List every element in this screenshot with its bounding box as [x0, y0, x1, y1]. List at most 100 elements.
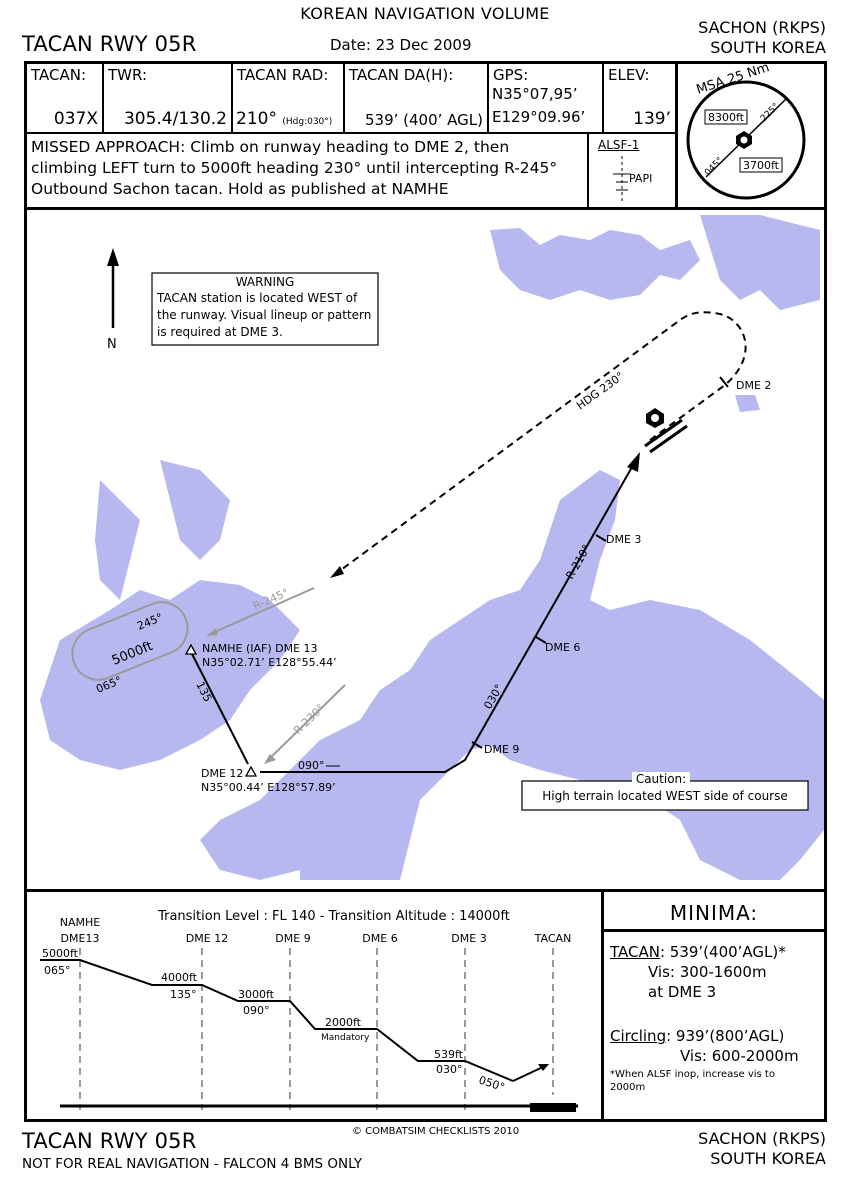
r230-arrow-icon	[264, 754, 276, 764]
final-arrow-icon	[627, 452, 640, 472]
crs090-label: 090°	[298, 759, 325, 772]
namhe-fix-icon	[184, 643, 198, 655]
chart-title: TACAN RWY 05R	[22, 32, 197, 56]
airport-country: SOUTH KOREA	[710, 38, 826, 57]
twr-label: TWR:	[108, 66, 148, 84]
dme2-tick	[719, 376, 729, 388]
alt5-label: 539ft	[434, 1048, 464, 1061]
namhe-coord: N35°02.71’ E128°55.44’	[202, 656, 337, 669]
warning-box	[151, 272, 379, 346]
footer-title: TACAN RWY 05R	[22, 1129, 197, 1153]
missed-line-3: Outbound Sachon tacan. Hold as published…	[31, 180, 449, 198]
minima-tacan: TACAN: 539’(400’AGL)* Vis: 300-1600m at …	[610, 942, 786, 1002]
warning-title: WARNING	[236, 275, 295, 289]
twr-cell: TWR: 305.4/130.2	[104, 64, 233, 132]
climb-arrow-icon	[538, 1064, 549, 1071]
runway-block	[530, 1103, 576, 1112]
msa-box-north	[704, 109, 748, 125]
minima-divider	[601, 892, 604, 1122]
msa-divider	[675, 61, 678, 209]
gps-cell: GPS: N35°07,95’ E129°09.96’	[489, 64, 604, 132]
msa-brg-225: 225°	[759, 102, 781, 124]
airport-header: SACHON (RKPS) SOUTH KOREA	[698, 18, 826, 58]
profile-top-border	[24, 889, 827, 892]
north-label: N	[107, 337, 117, 352]
tacan-label: TACAN:	[31, 66, 87, 84]
gps-lat: N35°07,95’	[492, 85, 578, 103]
final-approach-course	[260, 459, 637, 773]
namhe-name: NAMHE (IAF) DME 13	[202, 642, 318, 655]
da-cell: TACAN DA(H): 539’ (400’ AGL)	[345, 64, 489, 132]
dme3-tick	[595, 534, 607, 542]
profile-fix-lines	[79, 948, 554, 1110]
tacan-value: 037X	[53, 109, 98, 129]
crs1-label: 065°	[44, 964, 71, 977]
fix-dme9: DME 9	[275, 932, 310, 945]
tacan-minima-row: TACAN: 539’(400’AGL)*	[610, 942, 786, 962]
twr-value: 305.4/130.2	[123, 109, 227, 129]
dme6-tick	[535, 636, 547, 644]
r230-radial	[267, 684, 346, 761]
caution-box	[521, 780, 809, 811]
transition-text: Transition Level : FL 140 - Transition A…	[157, 909, 510, 924]
namhe-dme12-leg	[189, 649, 249, 765]
holding-pattern	[71, 601, 189, 681]
elev-cell: ELEV: 139’	[604, 64, 675, 132]
fix-dme13: DME13	[61, 932, 100, 945]
msa-brg-045: 045°	[703, 156, 725, 178]
map-top-border	[24, 207, 827, 210]
minima-note-2: 2000m	[610, 1082, 646, 1093]
circling-minima-label: Circling	[610, 1027, 667, 1045]
rad-deg: 210°	[236, 109, 277, 129]
info-row: TACAN: 037X TWR: 305.4/130.2 TACAN RAD: …	[27, 64, 675, 134]
fix-dme6: DME 6	[362, 932, 397, 945]
elev-value: 139’	[633, 109, 671, 129]
da-label: TACAN DA(H):	[349, 66, 454, 84]
da-value: 539’ (400’ AGL)	[364, 111, 483, 129]
footer-airport-country: SOUTH KOREA	[710, 1149, 826, 1168]
minima-title: MINIMA:	[669, 901, 759, 925]
msa-diagram: MSA 25 Nm 8300ft 3700ft 225° 045°	[686, 64, 806, 200]
circling-minima-vis: Vis: 600-2000m	[680, 1047, 799, 1065]
dme12-name: DME 12	[201, 767, 243, 780]
caution-title: Caution:	[636, 772, 686, 786]
tacan-cell: TACAN: 037X	[27, 64, 104, 132]
runway-icon	[644, 418, 688, 454]
circling-minima-value: : 939’(800’AGL)	[666, 1027, 785, 1045]
r245-arrow-icon	[206, 628, 218, 636]
warning-line-2: the runway. Visual lineup or pattern	[157, 308, 371, 322]
gps-label: GPS:	[493, 66, 529, 84]
alt2-label: 4000ft	[161, 971, 198, 984]
tacan-minima-vis: Vis: 300-1600m	[648, 963, 767, 981]
dme9-tick	[471, 741, 483, 749]
north-arrow-icon	[107, 248, 119, 328]
missed-line-1: MISSED APPROACH: Climb on runway heading…	[31, 138, 510, 156]
missed-line-2: climbing LEFT turn to 5000ft heading 230…	[31, 159, 558, 177]
footer-airport-name: SACHON (RKPS)	[698, 1129, 826, 1148]
r245-radial	[209, 587, 315, 635]
alsf-icon	[613, 156, 631, 202]
footer-disclaimer: NOT FOR REAL NAVIGATION - FALCON 4 BMS O…	[22, 1156, 363, 1172]
caution-title-bg	[632, 772, 690, 786]
crs5-label: 030°	[436, 1063, 463, 1076]
gps-lon: E129°09.96’	[492, 108, 586, 126]
rad-value: 210° (Hdg:030°)	[236, 109, 332, 129]
dme12-fix-icon	[244, 765, 258, 777]
tacan-minima-value: : 539’(400’AGL)*	[659, 943, 786, 961]
missed-climb	[512, 1065, 546, 1082]
profile-view: Transition Level : FL 140 - Transition A…	[40, 909, 578, 1112]
missed-approach-text: MISSED APPROACH: Climb on runway heading…	[27, 132, 587, 208]
msa-alt-north: 8300ft	[708, 111, 745, 124]
fix-namhe: NAMHE	[60, 916, 101, 929]
crs3-label: 090°	[243, 1004, 270, 1017]
fix-dme3: DME 3	[451, 932, 486, 945]
caution-text: High terrain located WEST side of course	[542, 789, 788, 803]
alt1-label: 5000ft	[42, 947, 79, 960]
chart-date: Date: 23 Dec 2009	[330, 36, 472, 54]
alt3-label: 3000ft	[238, 988, 275, 1001]
warning-line-3: is required at DME 3.	[157, 325, 283, 339]
msa-box-south	[739, 157, 783, 173]
airport-name: SACHON (RKPS)	[698, 18, 826, 37]
fix-tacan: TACAN	[534, 932, 572, 945]
missed-approach-path	[329, 311, 747, 579]
